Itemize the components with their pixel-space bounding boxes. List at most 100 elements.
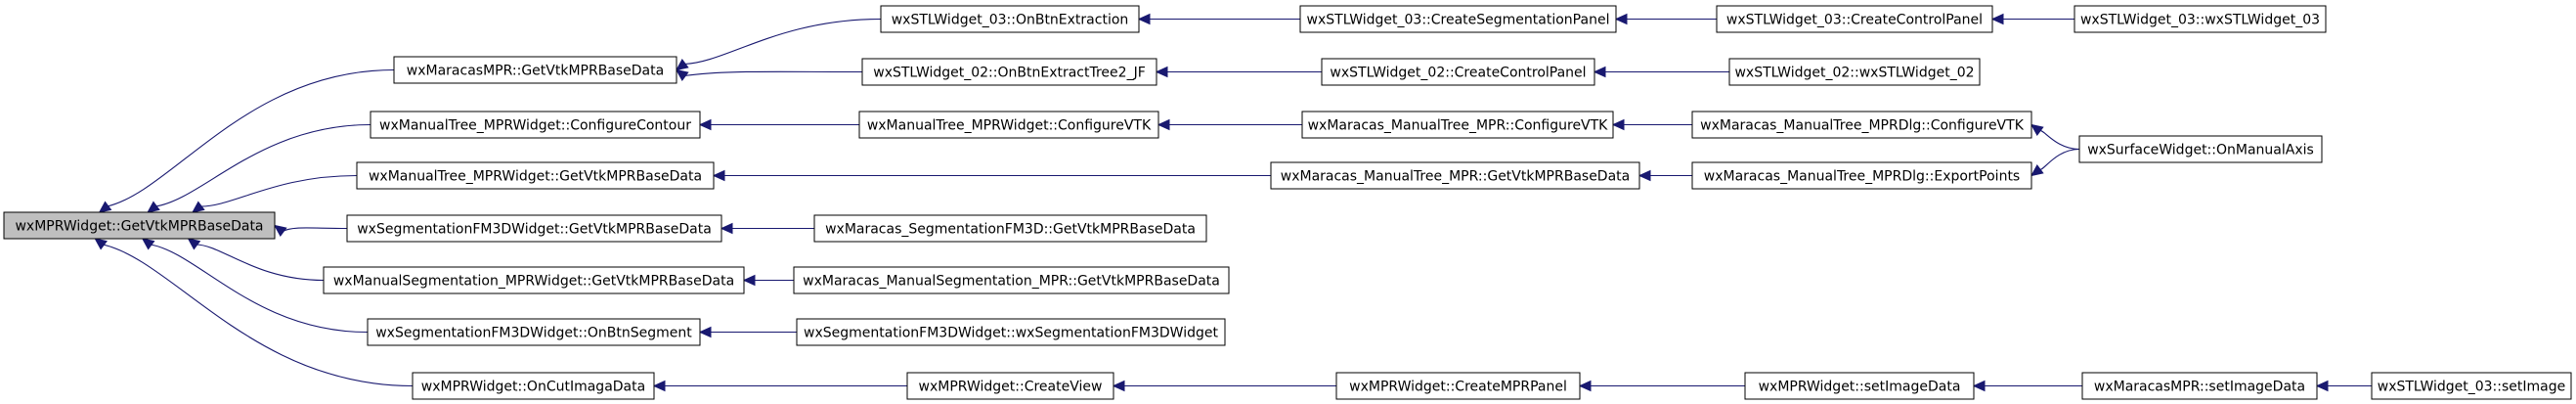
- graph-node-wxstlwidget-03-createsegmentationpanel[interactable]: wxSTLWidget_03::CreateSegmentationPanel: [1299, 5, 1617, 33]
- node-box: [2081, 372, 2318, 400]
- node-box: [1728, 58, 1981, 86]
- node-label: wxSTLWidget_03::wxSTLWidget_03: [2080, 13, 2320, 28]
- node-label: wxMPRWidget::setImageData: [1759, 380, 1961, 395]
- graph-node-wxmaracas-manualsegmentation-mpr-getvtkmprbasedata[interactable]: wxMaracas_ManualSegmentation_MPR::GetVtk…: [793, 266, 1230, 294]
- node-label: wxManualTree_MPRWidget::GetVtkMPRBaseDat…: [369, 169, 702, 185]
- node-label: wxSegmentationFM3DWidget::wxSegmentation…: [804, 326, 1218, 341]
- arrowhead: [676, 58, 689, 71]
- node-box: [1716, 5, 1993, 33]
- arrowhead: [652, 380, 666, 392]
- node-box: [2078, 135, 2323, 163]
- graph-node-wxmprwidget-setimagedata[interactable]: wxMPRWidget::setImageData: [1744, 372, 1975, 400]
- arrowhead: [2030, 123, 2044, 137]
- arrowhead: [98, 201, 112, 213]
- graph-node-wxmanualsegmentation-mprwidget-getvtkmprbasedata[interactable]: wxManualSegmentation_MPRWidget::GetVtkMP…: [323, 266, 745, 294]
- graph-node-wxmaracas-manualtree-mprdlg-configurevtk[interactable]: wxMaracas_ManualTree_MPRDlg::ConfigureVT…: [1691, 111, 2032, 139]
- node-label: wxSTLWidget_03::setImage: [2378, 380, 2565, 395]
- node-label: wxSTLWidget_02::CreateControlPanel: [1330, 66, 1586, 81]
- graph-node-wxstlwidget-02-onbtnextracttree2-jf[interactable]: wxSTLWidget_02::OnBtnExtractTree2_JF: [861, 58, 1157, 86]
- graph-node-wxstlwidget-03-onbtnextraction[interactable]: wxSTLWidget_03::OnBtnExtraction: [880, 5, 1140, 33]
- arrowhead: [676, 68, 689, 82]
- node-box: [3, 211, 276, 240]
- arrowhead: [1578, 380, 1592, 392]
- node-label: wxMaracasMPR::setImageData: [2094, 380, 2305, 395]
- call-edge: [683, 18, 882, 66]
- call-edge: [196, 244, 325, 282]
- call-edge: [199, 174, 358, 207]
- call-edge: [282, 227, 348, 232]
- node-label: wxMPRWidget::CreateMPRPanel: [1349, 380, 1567, 395]
- graph-node-wxsegmentationfm3dwidget-wxsegmentationfm3dwidget[interactable]: wxSegmentationFM3DWidget::wxSegmentation…: [796, 318, 1226, 346]
- arrowhead: [94, 238, 108, 250]
- graph-node-wxmprwidget-createview[interactable]: wxMPRWidget::CreateView: [906, 372, 1114, 400]
- call-edge: [683, 70, 863, 77]
- node-label: wxMPRWidget::GetVtkMPRBaseData: [15, 219, 263, 235]
- arrowhead: [2030, 163, 2044, 177]
- arrowhead: [1155, 66, 1168, 78]
- node-box: [1691, 111, 2032, 139]
- graph-node-wxmanualtree-mprwidget-configurevtk[interactable]: wxManualTree_MPRWidget::ConfigureVTK: [858, 111, 1159, 139]
- graph-node-wxmprwidget-getvtkmprbasedata[interactable]: wxMPRWidget::GetVtkMPRBaseData: [3, 211, 276, 240]
- arrowhead: [1137, 13, 1151, 25]
- node-label: wxManualTree_MPRWidget::ConfigureContour: [379, 118, 691, 134]
- arrowhead: [720, 222, 733, 235]
- graph-node-wxmprwidget-createmprpanel[interactable]: wxMPRWidget::CreateMPRPanel: [1335, 372, 1581, 400]
- graph-node-wxstlwidget-03-wxstlwidget-03[interactable]: wxSTLWidget_03::wxSTLWidget_03: [2074, 5, 2327, 33]
- arrowhead: [1112, 380, 1125, 392]
- node-label: wxSTLWidget_03::CreateSegmentationPanel: [1307, 13, 1610, 28]
- call-edge: [2038, 129, 2080, 151]
- graph-node-wxstlwidget-03-createcontrolpanel[interactable]: wxSTLWidget_03::CreateControlPanel: [1716, 5, 1993, 33]
- arrowhead: [698, 326, 712, 338]
- arrowhead: [1637, 169, 1651, 182]
- node-label: wxManualTree_MPRWidget::ConfigureVTK: [867, 118, 1152, 134]
- node-box: [323, 266, 745, 294]
- node-box: [367, 318, 701, 346]
- graph-node-wxmanualtree-mprwidget-getvtkmprbasedata[interactable]: wxManualTree_MPRWidget::GetVtkMPRBaseDat…: [356, 161, 715, 190]
- call-edge: [2038, 148, 2080, 171]
- node-label: wxMaracas_ManualTree_MPR::ConfigureVTK: [1308, 118, 1609, 134]
- graph-node-wxsegmentationfm3dwidget-getvtkmprbasedata[interactable]: wxSegmentationFM3DWidget::GetVtkMPRBaseD…: [346, 214, 722, 243]
- node-label: wxMaracas_ManualTree_MPRDlg::ExportPoint…: [1704, 169, 2020, 185]
- arrowhead: [2315, 380, 2329, 392]
- arrowhead: [1611, 118, 1625, 131]
- node-label: wxSegmentationFM3DWidget::OnBtnSegment: [375, 326, 692, 341]
- graph-node-wxmaracasmpr-getvtkmprbasedata[interactable]: wxMaracasMPR::GetVtkMPRBaseData: [393, 56, 677, 84]
- graph-node-wxmaracas-manualtree-mpr-configurevtk[interactable]: wxMaracas_ManualTree_MPR::ConfigureVTK: [1301, 111, 1614, 139]
- node-box: [796, 318, 1226, 346]
- call-edge: [150, 244, 369, 334]
- node-box: [2371, 372, 2572, 400]
- graph-node-wxmaracas-manualtree-mpr-getvtkmprbasedata[interactable]: wxMaracas_ManualTree_MPR::GetVtkMPRBaseD…: [1270, 161, 1640, 190]
- node-label: wxSegmentationFM3DWidget::GetVtkMPRBaseD…: [357, 222, 712, 238]
- graph-node-wxsegmentationfm3dwidget-onbtnsegment[interactable]: wxSegmentationFM3DWidget::OnBtnSegment: [367, 318, 701, 346]
- node-box: [1691, 161, 2032, 190]
- graph-node-wxmaracas-segmentationfm3d-getvtkmprbasedata[interactable]: wxMaracas_SegmentationFM3D::GetVtkMPRBas…: [813, 214, 1207, 243]
- call-edge: [107, 68, 395, 207]
- graph-node-wxmprwidget-oncutimagadata[interactable]: wxMPRWidget::OnCutImagaData: [412, 372, 655, 400]
- graph-node-wxmaracas-manualtree-mprdlg-exportpoints[interactable]: wxMaracas_ManualTree_MPRDlg::ExportPoint…: [1691, 161, 2032, 190]
- node-box: [906, 372, 1114, 400]
- graph-node-wxsurfacewidget-onmanualaxis[interactable]: wxSurfaceWidget::OnManualAxis: [2078, 135, 2323, 163]
- node-label: wxMaracas_SegmentationFM3D::GetVtkMPRBas…: [825, 222, 1196, 238]
- graph-node-wxmaracasmpr-setimagedata[interactable]: wxMaracasMPR::setImageData: [2081, 372, 2318, 400]
- node-box: [356, 161, 715, 190]
- graph-node-wxstlwidget-02-createcontrolpanel[interactable]: wxSTLWidget_02::CreateControlPanel: [1321, 58, 1595, 86]
- arrowhead: [698, 118, 712, 131]
- node-box: [793, 266, 1230, 294]
- graph-node-wxstlwidget-03-setimage[interactable]: wxSTLWidget_03::setImage: [2371, 372, 2572, 400]
- node-box: [813, 214, 1207, 243]
- node-box: [346, 214, 722, 243]
- node-label: wxMaracas_ManualSegmentation_MPR::GetVtk…: [803, 274, 1220, 290]
- graph-nodes: wxMPRWidget::GetVtkMPRBaseDatawxMaracasM…: [3, 5, 2572, 400]
- node-label: wxMPRWidget::CreateView: [919, 380, 1103, 395]
- node-box: [1270, 161, 1640, 190]
- arrowhead: [274, 224, 287, 238]
- node-label: wxSTLWidget_02::wxSTLWidget_02: [1734, 66, 1974, 81]
- node-box: [412, 372, 655, 400]
- node-box: [880, 5, 1140, 33]
- node-label: wxMPRWidget::OnCutImagaData: [421, 380, 645, 395]
- arrowhead: [147, 201, 160, 213]
- arrowhead: [742, 274, 756, 287]
- graph-node-wxstlwidget-02-wxstlwidget-02[interactable]: wxSTLWidget_02::wxSTLWidget_02: [1728, 58, 1981, 86]
- graph-node-wxmanualtree-mprwidget-configurecontour[interactable]: wxManualTree_MPRWidget::ConfigureContour: [370, 111, 701, 139]
